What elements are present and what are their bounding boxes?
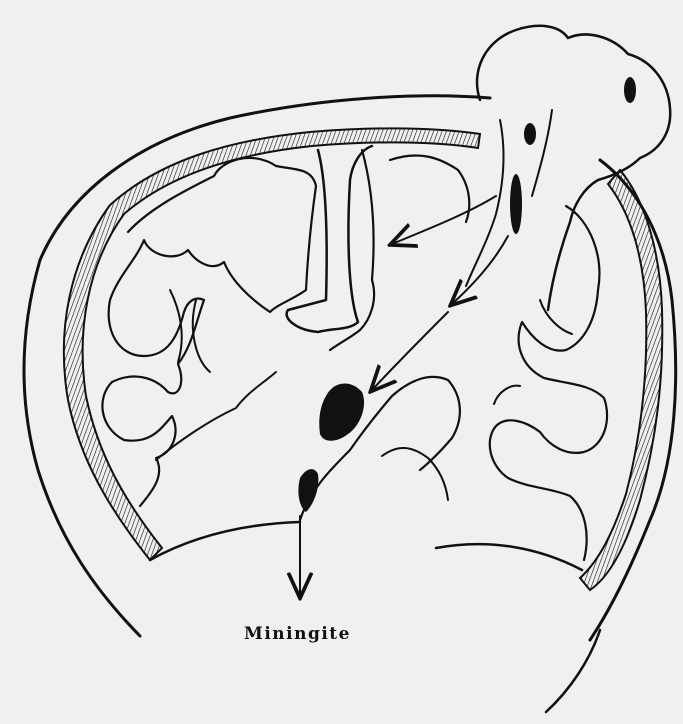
right-inner-sulcus (494, 300, 572, 404)
dura-hatched-band-right (580, 170, 662, 590)
brainstem-lesion (298, 469, 318, 512)
arrow-to-ventricle (392, 196, 496, 244)
brain-abscess (319, 383, 364, 440)
right-base-arc (436, 544, 582, 570)
falx-cerebri (287, 146, 372, 332)
brainstem-outline (300, 377, 460, 520)
lower-right-contour (546, 630, 600, 712)
arrow-to-abscess (372, 312, 448, 390)
lesion-spot-top (624, 77, 636, 103)
brainstem-right-edge (382, 448, 448, 500)
right-lateral-gyri (490, 206, 607, 560)
dura-hatched-band (64, 128, 480, 560)
left-base-arc (150, 522, 300, 560)
left-hemisphere-gyri (102, 158, 316, 506)
left-sulcus-2 (156, 372, 276, 460)
arrow-down-tract (452, 236, 508, 304)
lesion-spot-middle (524, 123, 536, 145)
miningite-caption: Miningite (244, 624, 351, 644)
lesion-spot-tract (510, 174, 522, 234)
